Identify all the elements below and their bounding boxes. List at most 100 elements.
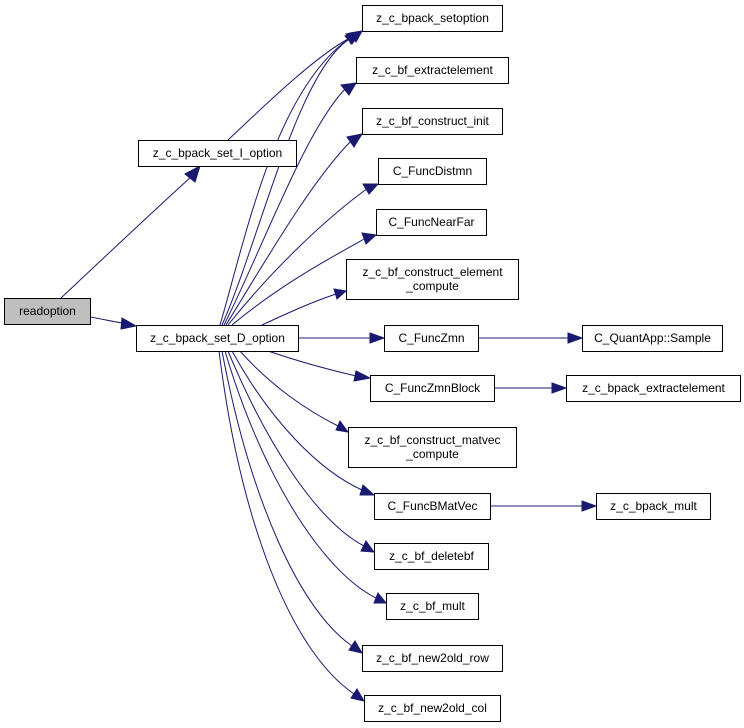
- node-label: C_FuncDistmn: [393, 164, 472, 178]
- node-setoption[interactable]: z_c_bpack_setoption: [362, 5, 503, 32]
- arrowhead-icon: [359, 484, 376, 496]
- edge-line: [239, 350, 339, 427]
- node-label: z_c_bpack_set_D_option: [150, 331, 285, 345]
- arrowhead-icon: [350, 688, 366, 702]
- edge-set_D_option-to-FuncDistmn: [227, 183, 380, 326]
- edge-line: [60, 175, 193, 299]
- node-box: [582, 325, 723, 352]
- arrowhead-icon: [361, 232, 378, 245]
- edge-set_D_option-to-FuncZmn: [298, 332, 386, 344]
- node-label: z_c_bf_new2old_col: [378, 701, 487, 715]
- edge-set_D_option-to-bf_construct_matvec_compute: [239, 350, 350, 433]
- arrowhead-icon: [335, 420, 350, 433]
- node-label: z_c_bf_construct_matvec: [364, 433, 500, 447]
- node-box: [362, 645, 503, 672]
- node-bf_construct_matvec_compute[interactable]: z_c_bf_construct_matvec_compute: [348, 427, 517, 468]
- edge-line: [89, 316, 123, 324]
- node-label: C_FuncZmn: [398, 331, 464, 345]
- edge-set_D_option-to-bf_construct_element_compute: [261, 288, 348, 326]
- edge-line: [227, 187, 369, 326]
- node-bpack_mult[interactable]: z_c_bpack_mult: [596, 493, 711, 520]
- node-bf_extractelement[interactable]: z_c_bf_extractelement: [356, 57, 509, 84]
- edge-line: [225, 139, 353, 326]
- arrowhead-icon: [581, 500, 598, 512]
- edge-line: [219, 37, 351, 326]
- node-set_I_option[interactable]: z_c_bpack_set_I_option: [138, 140, 297, 167]
- edges: [60, 30, 598, 702]
- edge-line: [224, 350, 377, 599]
- node-FuncBMatVec[interactable]: C_FuncBMatVec: [374, 493, 491, 520]
- node-bf_mult[interactable]: z_c_bf_mult: [386, 593, 479, 620]
- node-box: [348, 427, 517, 468]
- edge-set_D_option-to-bf_extractelement: [223, 82, 357, 326]
- edge-FuncBMatVec-to-bpack_mult: [490, 500, 598, 512]
- edge-FuncZmn-to-QuantApp_Sample: [478, 332, 584, 344]
- node-label: C_FuncBMatVec: [387, 499, 477, 513]
- edge-set_D_option-to-bf_new2old_row: [221, 350, 364, 654]
- arrowhead-icon: [346, 133, 364, 148]
- node-set_D_option[interactable]: z_c_bpack_set_D_option: [136, 325, 299, 352]
- edge-line: [231, 350, 363, 491]
- arrowhead-icon: [349, 30, 363, 43]
- arrowhead-icon: [567, 332, 584, 344]
- node-label: _compute: [405, 447, 459, 461]
- node-bf_deletebf[interactable]: z_c_bf_deletebf: [374, 543, 489, 570]
- arrowhead-icon: [120, 317, 138, 330]
- node-readoption[interactable]: readoption: [4, 298, 91, 325]
- node-FuncDistmn[interactable]: C_FuncDistmn: [378, 158, 487, 185]
- node-bpack_extractelement[interactable]: z_c_bpack_extractelement: [566, 375, 741, 402]
- node-FuncNearFar[interactable]: C_FuncNearFar: [376, 209, 487, 236]
- node-label: z_c_bf_deletebf: [389, 549, 474, 563]
- node-label: z_c_bf_new2old_row: [376, 651, 489, 665]
- arrowhead-icon: [373, 592, 388, 604]
- node-label: z_c_bf_construct_element: [362, 265, 503, 279]
- edge-line: [261, 293, 337, 326]
- node-box: [362, 108, 503, 135]
- node-label: C_FuncNearFar: [388, 215, 474, 229]
- node-box: [370, 375, 495, 402]
- edge-set_D_option-to-bf_new2old_col: [218, 350, 366, 702]
- arrowhead-icon: [184, 164, 201, 183]
- node-QuantApp_Sample[interactable]: C_QuantApp::Sample: [582, 325, 723, 352]
- arrowhead-icon: [551, 382, 568, 394]
- node-bf_new2old_col[interactable]: z_c_bf_new2old_col: [364, 695, 501, 722]
- edge-set_D_option-to-FuncBMatVec: [231, 350, 376, 496]
- node-bf_new2old_row[interactable]: z_c_bf_new2old_row: [362, 645, 503, 672]
- edge-set_D_option-to-FuncNearFar: [231, 232, 378, 326]
- node-FuncZmn[interactable]: C_FuncZmn: [384, 325, 479, 352]
- node-box: [374, 493, 491, 520]
- node-label: z_c_bf_construct_init: [376, 114, 489, 128]
- node-box: [566, 375, 741, 402]
- node-label: z_c_bf_mult: [400, 599, 465, 613]
- node-box: [376, 209, 487, 236]
- arrowhead-icon: [360, 540, 376, 553]
- node-box: [4, 298, 91, 325]
- edge-line: [223, 87, 347, 326]
- node-box: [378, 158, 487, 185]
- node-label: z_c_bf_extractelement: [372, 63, 493, 77]
- node-box: [596, 493, 711, 520]
- node-FuncZmnBlock[interactable]: C_FuncZmnBlock: [370, 375, 495, 402]
- nodes: readoption z_c_bpack_set_I_option z_c_bpac…: [4, 5, 741, 722]
- node-label: _compute: [405, 279, 459, 293]
- node-box: [362, 5, 503, 32]
- arrowhead-icon: [362, 183, 380, 195]
- edge-line: [231, 237, 367, 326]
- node-label: z_c_bpack_set_I_option: [153, 146, 282, 160]
- edge-readoption-to-set_D_option: [89, 316, 138, 330]
- edge-line: [221, 350, 353, 647]
- node-label: readoption: [19, 304, 76, 318]
- node-box: [374, 543, 489, 570]
- node-bf_construct_element_compute[interactable]: z_c_bf_construct_element_compute: [346, 259, 519, 300]
- node-label: z_c_bpack_mult: [610, 499, 697, 513]
- edge-line: [267, 350, 357, 377]
- node-bf_construct_init[interactable]: z_c_bf_construct_init: [362, 108, 503, 135]
- node-label: C_QuantApp::Sample: [594, 331, 711, 345]
- node-label: z_c_bpack_extractelement: [582, 381, 725, 395]
- node-box: [346, 259, 519, 300]
- arrowhead-icon: [340, 82, 357, 96]
- edge-set_D_option-to-bf_construct_init: [225, 133, 364, 326]
- node-box: [138, 140, 297, 167]
- node-label: C_FuncZmnBlock: [385, 381, 481, 395]
